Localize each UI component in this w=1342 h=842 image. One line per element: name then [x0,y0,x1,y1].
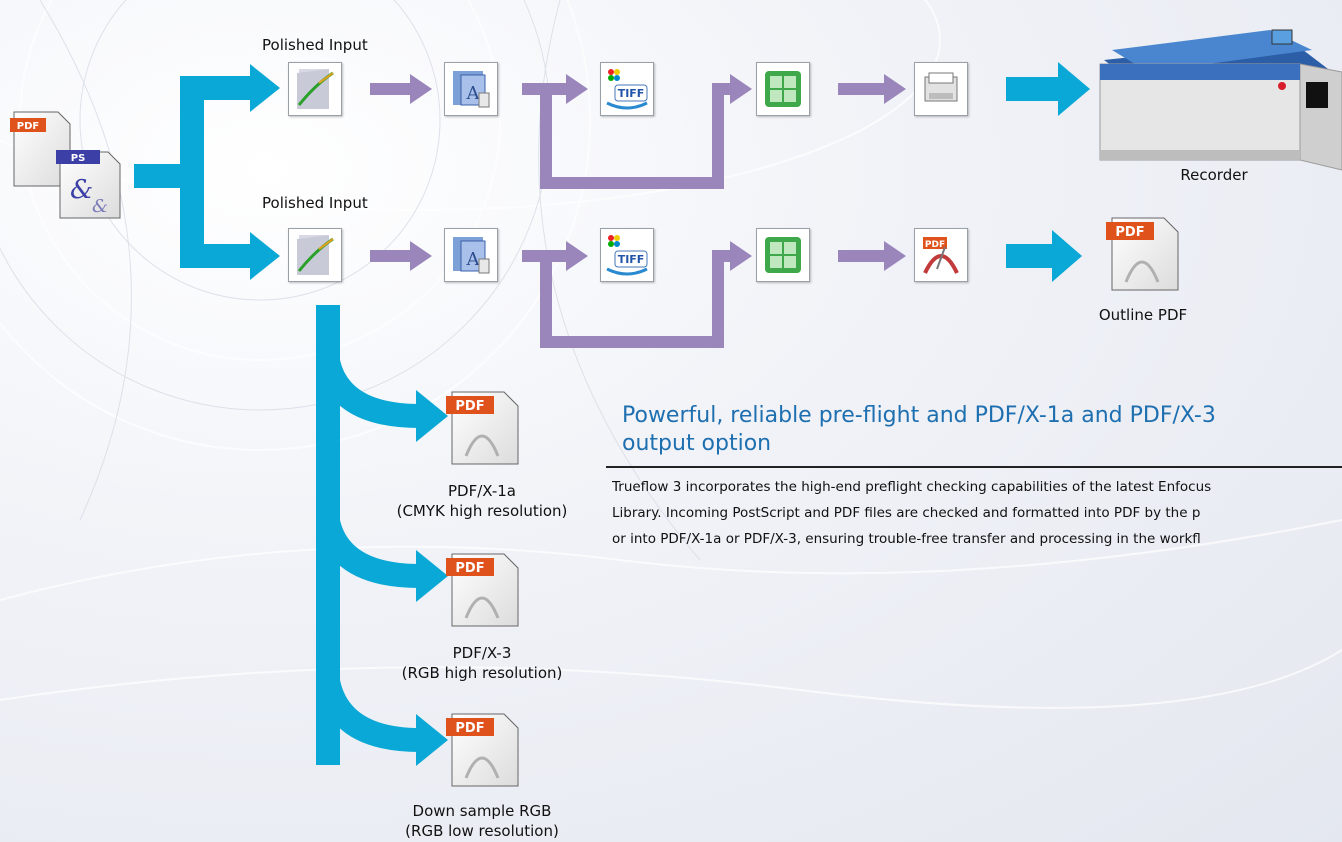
imposition-icon [756,62,810,116]
branch-label-line2: (RGB high resolution) [401,664,563,682]
svg-text:PDF: PDF [17,121,39,132]
heading-divider [606,466,1342,468]
pdf-badge-text: PDF [925,240,945,250]
svg-text:A: A [466,83,481,104]
recorder-device [1099,29,1342,171]
branch-label-line1: PDF/X-1a [448,482,516,500]
svg-text:&: & [70,175,93,205]
pdf-badge-text: PDF [455,399,484,414]
downsample-pdf-icon: PDF [446,713,519,787]
trapping-editor-icon: A [444,62,498,116]
feature-body: Trueflow 3 incorporates the high-end pre… [612,474,1342,552]
feature-body-line3: or into PDF/X-1a or PDF/X-3, ensuring tr… [612,531,1201,547]
recorder-label: Recorder [1180,166,1248,184]
tiff-badge-text: TIFF [618,87,645,100]
outline-pdf-icon: PDF [1106,217,1179,291]
polished-input-icon [288,228,342,282]
svg-text:PS: PS [71,153,86,164]
svg-text:A: A [466,249,481,270]
imposition-icon [756,228,810,282]
feature-heading-line2: output option [622,431,772,456]
pdf-x1a-icon: PDF [446,391,519,465]
input-documents-icon: PDF PS & & [10,111,121,219]
branch-label-line2: (CMYK high resolution) [396,502,568,520]
process-arrows-row-2 [370,241,906,348]
pdf-badge-text: PDF [455,721,484,736]
feature-body-line2: Library. Incoming PostScript and PDF fil… [612,505,1201,521]
branch-label-line1: Down sample RGB [412,802,552,820]
row1-input-label: Polished Input [262,36,368,54]
branch-label-line1: PDF/X-3 [452,644,512,662]
feature-body-line1: Trueflow 3 incorporates the high-end pre… [612,479,1212,495]
row2-input-label: Polished Input [262,194,368,212]
main-split-arrow [134,64,280,280]
printer-output-icon [914,62,968,116]
tiff-icon: TIFF [600,62,654,116]
feature-heading-line1: Powerful, reliable pre-flight and PDF/X-… [622,403,1216,428]
tiff-icon: TIFF [600,228,654,282]
pdf-badge-text: PDF [1115,225,1144,240]
svg-text:&: & [92,196,108,217]
polished-input-icon [288,62,342,116]
outline-pdf-label: Outline PDF [1098,306,1188,324]
branch-label-line2: (RGB low resolution) [405,822,559,840]
branch-trunk-arrow [316,305,448,766]
pdf-export-icon: PDF [914,228,968,282]
output-arrows [1006,62,1090,282]
tiff-badge-text: TIFF [618,253,645,266]
pdf-x3-icon: PDF [446,553,519,627]
feature-heading: Powerful, reliable pre-flight and PDF/X-… [622,402,1322,458]
process-arrows-row-1 [370,74,906,189]
pdf-badge-text: PDF [455,561,484,576]
trapping-editor-icon: A [444,228,498,282]
